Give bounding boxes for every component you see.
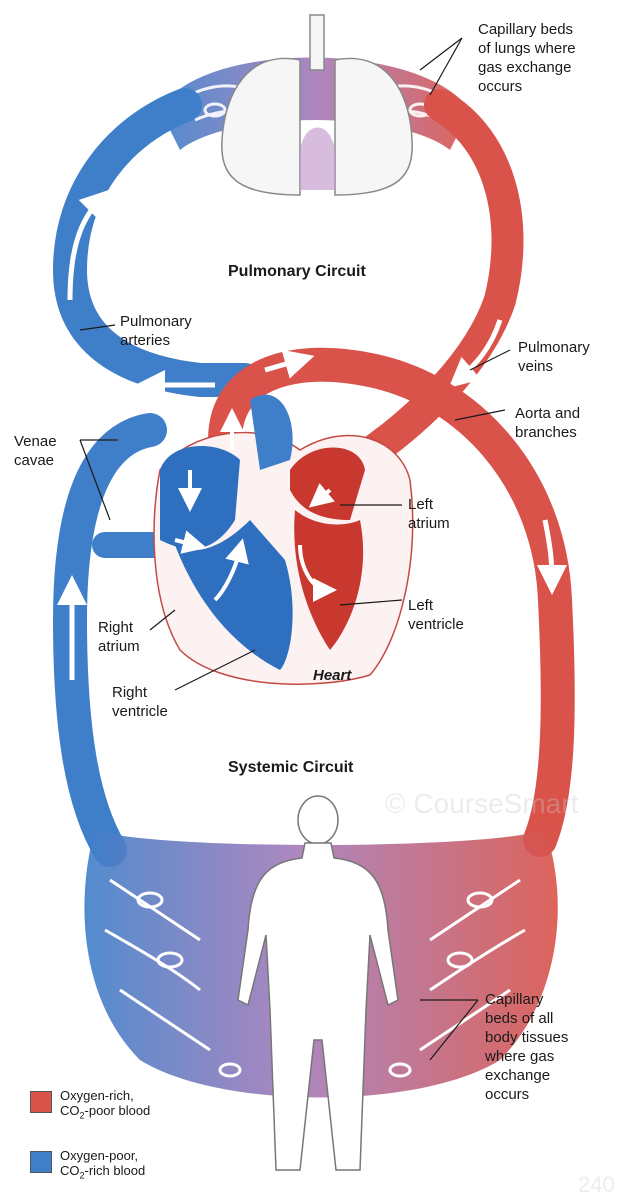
legend-oxygen-poor-swatch bbox=[30, 1151, 52, 1173]
human-figure bbox=[237, 795, 399, 1171]
legend-oxygen-rich: Oxygen-rich, CO2-poor blood bbox=[30, 1088, 150, 1124]
right-ventricle bbox=[175, 520, 293, 670]
pulmonary-veins-vessel bbox=[344, 89, 524, 476]
left-atrium-label: Left atrium bbox=[408, 496, 450, 532]
legend-oxygen-rich-swatch bbox=[30, 1091, 52, 1113]
lungs bbox=[221, 14, 413, 196]
capillary-lungs-label: Capillary beds of lungs where gas exchan… bbox=[478, 21, 576, 95]
pulmonary-veins-label: Pulmonary veins bbox=[518, 339, 590, 375]
right-ventricle-label: Right ventricle bbox=[112, 684, 168, 720]
capillary-body-label: Capillary beds of all body tissues where… bbox=[485, 991, 569, 1103]
systemic-circuit-title: Systemic Circuit bbox=[228, 759, 354, 776]
left-ventricle-label: Left ventricle bbox=[408, 597, 464, 633]
venae-cavae-vessel bbox=[52, 413, 173, 867]
heart-label: Heart bbox=[313, 667, 352, 684]
watermark: © CourseSmart bbox=[385, 788, 579, 819]
right-atrium-label: Right atrium bbox=[98, 619, 140, 655]
leader-lines bbox=[79, 37, 511, 1061]
legend-oxygen-poor-text: Oxygen-poor, CO2-rich blood bbox=[60, 1148, 146, 1181]
legend-oxygen-poor: Oxygen-poor, CO2-rich blood bbox=[30, 1148, 145, 1184]
heart bbox=[153, 394, 414, 685]
pulmonary-arteries-vessel bbox=[52, 88, 262, 400]
pulmonary-arteries-label: Pulmonary arteries bbox=[120, 313, 192, 349]
page-number: 240 bbox=[578, 1172, 615, 1197]
aorta-label: Aorta and branches bbox=[515, 405, 581, 441]
venae-cavae-label: Venae cavae bbox=[14, 433, 57, 469]
pulmonary-circuit-title: Pulmonary Circuit bbox=[228, 263, 366, 280]
aorta-vessel bbox=[208, 347, 575, 857]
legend-oxygen-rich-text: Oxygen-rich, CO2-poor blood bbox=[60, 1088, 151, 1121]
